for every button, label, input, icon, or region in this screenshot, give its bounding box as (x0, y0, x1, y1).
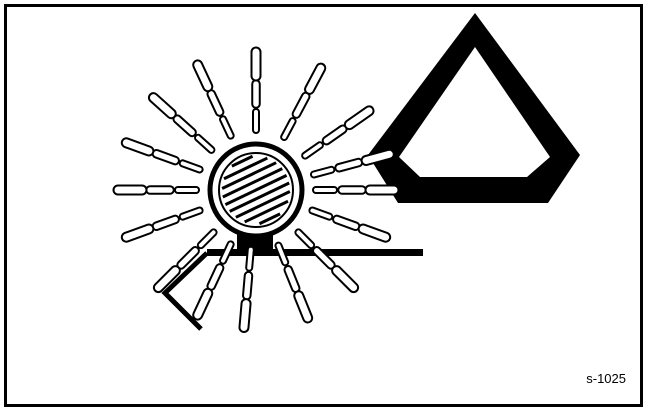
warning-triangle-icon (368, 13, 580, 203)
light-ray-segment-fill (211, 94, 219, 112)
figure-reference-code: s-1025 (586, 371, 626, 386)
light-ray-segment-fill (249, 250, 251, 268)
figure-frame: s-1025 (4, 4, 643, 407)
light-ray-segment-fill (244, 304, 246, 328)
light-ray-segment-fill (198, 65, 208, 87)
light-ray-segment-fill (247, 276, 249, 296)
light-ray-segment-fill (198, 293, 208, 315)
light-ray-segment-fill (211, 268, 219, 286)
beacon-illustration (7, 7, 646, 410)
beacon-lamp-icon (210, 144, 302, 236)
light-ray-segment-fill (288, 270, 295, 289)
light-ray-segment-fill (310, 68, 321, 89)
light-ray-segment-fill (299, 296, 308, 318)
